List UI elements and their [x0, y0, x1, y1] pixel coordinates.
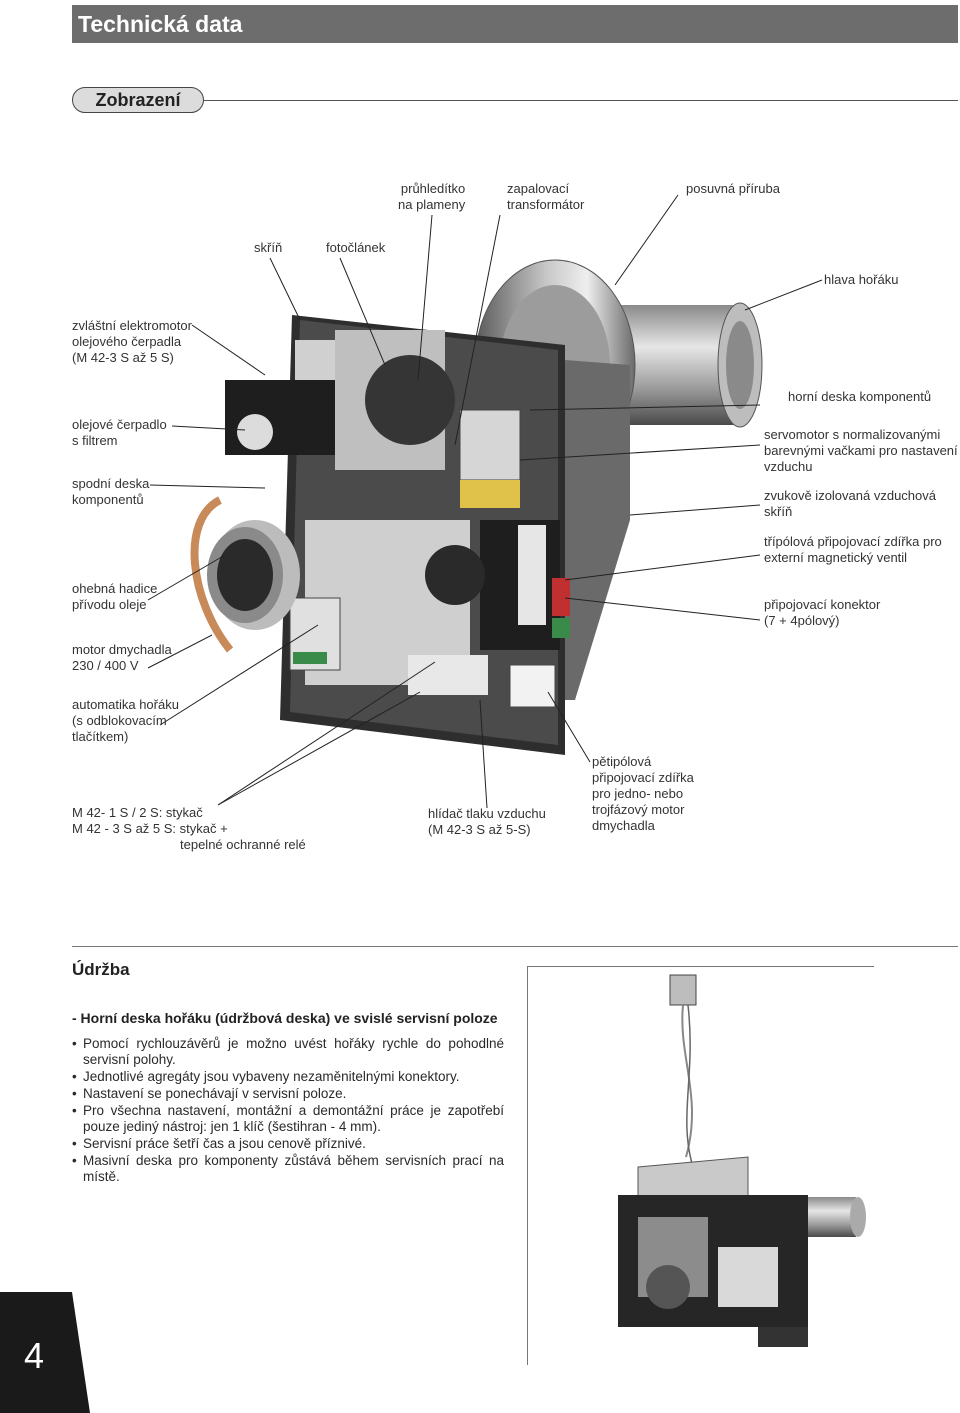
label-oil-hose: ohebná hadice přívodu oleje: [72, 581, 158, 612]
label-servomotor: servomotor s normalizovanými barevnými v…: [764, 427, 958, 474]
label-air-housing: zvukově izolovaná vzduchová skříň: [764, 488, 936, 519]
page-number: 4: [24, 1335, 45, 1376]
label-fan-motor: motor dmychadla 230 / 400 V: [72, 642, 172, 673]
label-connector: připojovací konektor (7 + 4pólový): [764, 597, 881, 628]
maintenance-title: Údržba: [72, 960, 130, 979]
fan-motor: [207, 520, 300, 630]
label-burner-control: automatika hořáku (s odblokovacím tlačít…: [72, 697, 179, 744]
maintenance-list: •Pomocí rychlouzávěrů je možno uvést hoř…: [72, 1036, 504, 1186]
label-oil-pump: olejové čerpadlo s filtrem: [72, 417, 167, 448]
label-thermal-relay: tepelné ochranné relé: [180, 837, 306, 852]
list-item: •Jednotlivé agregáty jsou vybaveny nezam…: [72, 1069, 460, 1084]
oil-hose: [190, 496, 234, 653]
list-item: •Nastavení se ponechávají v servisní pol…: [72, 1086, 347, 1101]
label-ignition-transformer: zapalovací transformátor: [507, 181, 585, 212]
label-sliding-flange: posuvná příruba: [686, 181, 780, 196]
page-title: Technická data: [78, 11, 243, 37]
service-position-photo: [527, 966, 874, 1365]
list-item: •Servisní práce šetří čas a jsou cenově …: [72, 1136, 366, 1151]
section-title-zobrazeni: Zobrazení: [72, 87, 204, 113]
page-corner-tab: [0, 1292, 90, 1413]
leader-lines: [147, 194, 823, 809]
list-item: •Pro všechna nastavení, montážní a demon…: [72, 1103, 504, 1134]
section-divider: [204, 100, 958, 101]
label-contactor: M 42- 1 S / 2 S: stykač M 42 - 3 S až 5 …: [72, 805, 228, 836]
list-item: •Pomocí rychlouzávěrů je možno uvést hoř…: [72, 1036, 504, 1067]
label-pump-motor: zvláštní elektromotor olejového čerpadla…: [72, 318, 192, 365]
list-item: •Masivní deska pro komponenty zůstává bě…: [72, 1153, 504, 1184]
burner-housing: [280, 315, 630, 755]
label-three-pole-socket: třípólová připojovací zdířka pro externí…: [764, 534, 942, 565]
label-air-pressure-switch: hlídač tlaku vzduchu (M 42-3 S až 5-S): [428, 806, 546, 837]
service-position-illustration: [618, 974, 866, 1347]
label-lower-plate: spodní deska komponentů: [72, 476, 150, 507]
page-header: Technická data: [72, 5, 958, 43]
burner-diagram: [147, 194, 823, 809]
label-upper-plate: horní deska komponentů: [788, 389, 932, 404]
label-sight-glass: průhledítko na plameny: [398, 181, 466, 212]
label-photocell: fotočlánek: [326, 240, 386, 255]
label-burner-head: hlava hořáku: [824, 272, 899, 287]
oil-pump: [225, 340, 335, 455]
label-housing: skříň: [254, 240, 283, 255]
maintenance-divider: [72, 946, 958, 947]
label-five-pole-socket: pětipólová připojovací zdířka pro jedno-…: [592, 754, 694, 833]
maintenance-subtitle: - Horní deska hořáku (údržbová deska) ve…: [72, 1010, 498, 1026]
